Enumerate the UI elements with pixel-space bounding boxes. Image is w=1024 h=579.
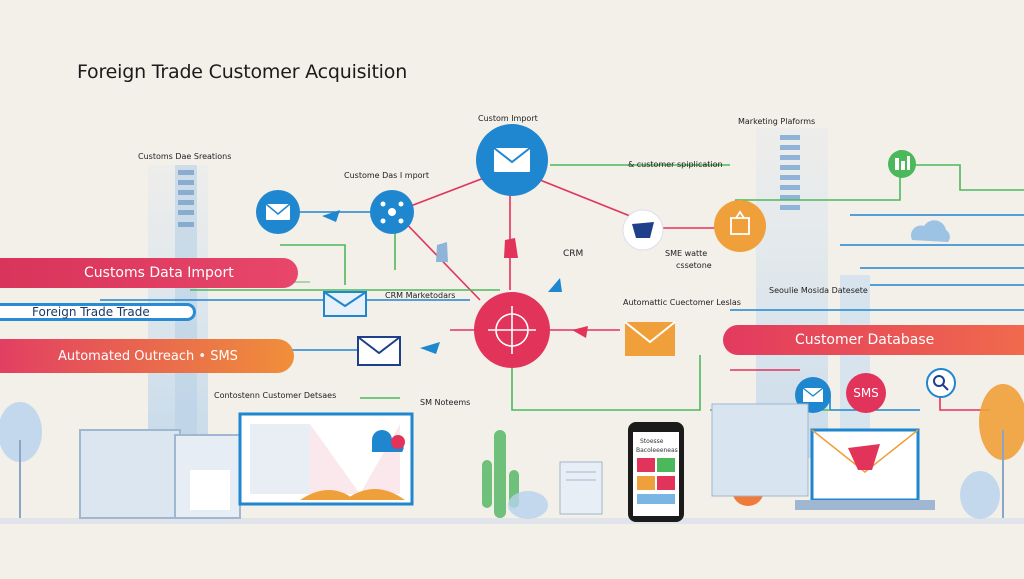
label-custom-import: Custom Import	[478, 114, 538, 123]
tree-icon	[960, 384, 1024, 519]
phone-icon	[628, 422, 684, 522]
cloud-icon	[910, 220, 950, 242]
label-marketing-platforms: Marketing Plaforms	[738, 117, 816, 126]
network-icon	[370, 190, 414, 234]
automated-outreach-label: Automated Outreach • SMS	[58, 348, 238, 364]
email-icon	[476, 124, 548, 196]
label-consistent-customer-datasets: Contostenn Customer Detsaes	[214, 391, 337, 400]
crosshair-hub-icon	[474, 292, 550, 368]
label-crm: CRM	[563, 249, 584, 259]
customer-database-label: Customer Database	[795, 332, 935, 348]
customs-data-import-bar: Customs Data Import	[0, 258, 298, 288]
label-automatic-customer-leads: Automattic Cuectomer Leslas	[623, 298, 741, 307]
automated-outreach-bar: Automated Outreach • SMS	[0, 339, 294, 373]
search-icon	[926, 368, 956, 398]
desktop-monitors	[79, 429, 241, 519]
arrow-figure	[572, 326, 588, 338]
email-icon	[323, 291, 367, 317]
customer-database-bar: Customer Database	[723, 325, 1024, 355]
label-custome-das-import: Custome Das I mport	[344, 171, 429, 180]
right-building	[756, 128, 870, 458]
label-customer-spiplication: & customer spiplication	[628, 160, 723, 169]
label-sm-notems: SM Noteems	[420, 398, 471, 407]
phone-text-line1: Stoesse	[640, 438, 664, 445]
person-figure	[504, 238, 518, 258]
cactus-plant	[482, 430, 548, 519]
document-stack	[559, 461, 603, 515]
lightbulb-icon	[714, 200, 766, 252]
ground	[0, 518, 1024, 524]
customs-data-import-label: Customs Data Import	[84, 265, 234, 281]
laptop-icon	[238, 412, 414, 506]
email-icon	[624, 321, 676, 356]
chart-icon	[888, 150, 916, 178]
label-customs-data-stations: Customs Dae Sreations	[138, 152, 232, 161]
email-icon	[357, 336, 401, 366]
label-sms-wattle: SME watte	[665, 249, 708, 258]
person-figure	[436, 242, 448, 262]
email-icon	[256, 190, 300, 234]
phone-text-line2: Bacoleeeneas	[636, 447, 678, 454]
label-social-media-datasets: Seoulie Mosida Datesete	[769, 286, 868, 295]
label-crm-marketing: CRM Marketodars	[385, 291, 456, 300]
sms-icon: SMS	[846, 373, 886, 413]
label-sms-wattle-sub: cssetone	[676, 261, 712, 270]
arrow-figures	[322, 210, 562, 354]
page-title: Foreign Trade Customer Acquisition	[77, 61, 408, 83]
laptop-icon	[711, 403, 935, 510]
chat-icon	[622, 209, 664, 251]
foreign-trade-label: Foreign Trade Trade	[32, 305, 150, 319]
tree-icon	[0, 402, 42, 518]
foreign-trade-bar: Foreign Trade Trade	[0, 303, 196, 321]
